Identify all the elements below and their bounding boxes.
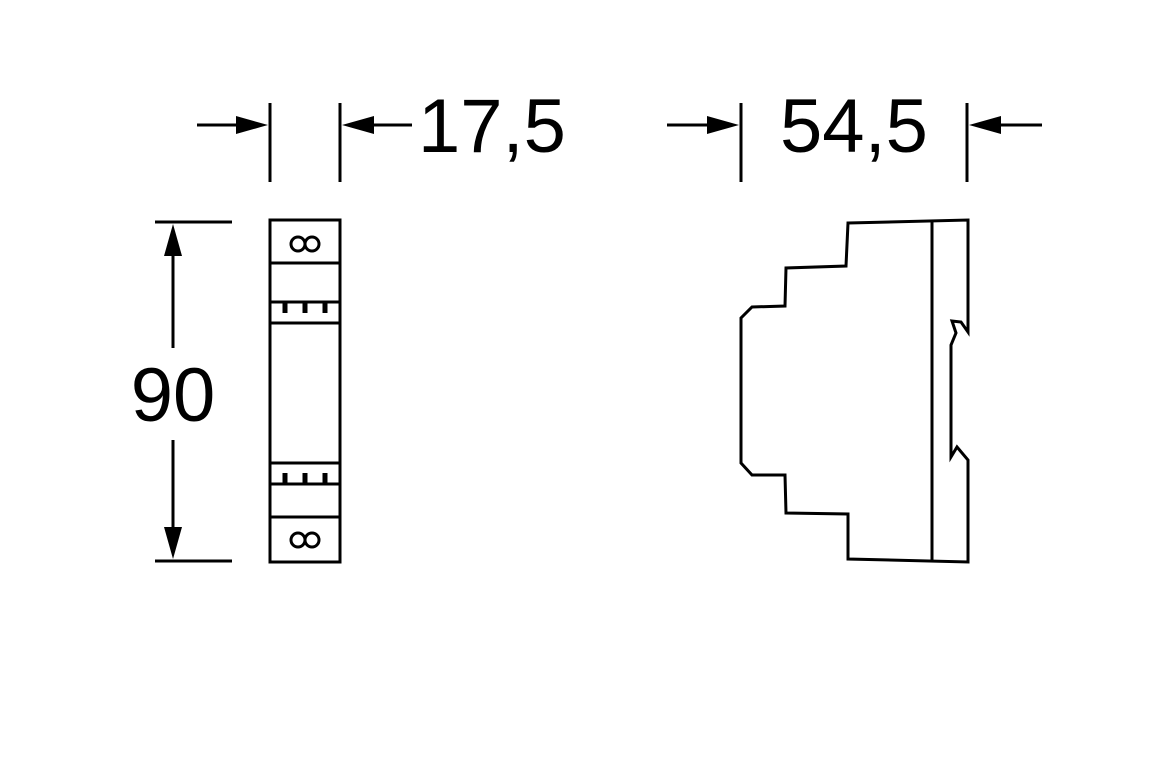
depth-label: 54,5: [780, 84, 928, 169]
front-view: [268, 218, 342, 564]
arrow-left-icon: [969, 116, 1001, 134]
depth-dimension: 54,5: [667, 84, 1042, 182]
arrow-right-icon: [707, 116, 739, 134]
terminal-ticks: [282, 302, 328, 484]
arrow-up-icon: [164, 224, 182, 256]
terminal-screw-icon: [289, 531, 321, 549]
terminal-screw-icon: [289, 235, 321, 253]
side-view: [739, 218, 970, 564]
arrow-down-icon: [164, 527, 182, 559]
arrow-right-icon: [236, 116, 268, 134]
arrow-left-icon: [342, 116, 374, 134]
width-dimension: 17,5: [197, 84, 566, 182]
width-label: 17,5: [418, 84, 566, 169]
height-dimension: 90: [131, 220, 232, 563]
height-label: 90: [131, 353, 216, 438]
